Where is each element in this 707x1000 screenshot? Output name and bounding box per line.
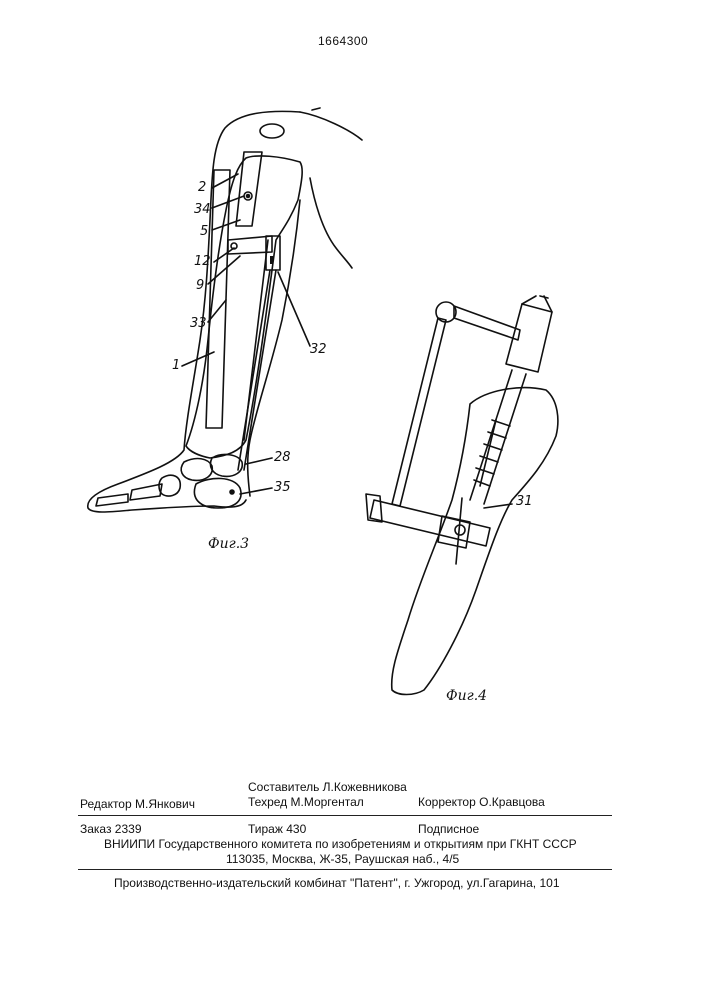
imprint-print-run: Тираж 430 (248, 822, 306, 836)
frame-bar-left (392, 318, 446, 506)
imprint-editor: Редактор М.Янкович (80, 797, 195, 811)
imprint-techred: Техред М.Моргентал (248, 795, 364, 809)
fig3-caption: Фиг.3 (208, 536, 249, 552)
figure3-drawing (88, 108, 362, 512)
fig3-label-5: 5 (200, 224, 208, 239)
imprint-corrector: Корректор О.Кравцова (418, 795, 545, 809)
apparatus-bar-2 (236, 152, 262, 226)
tarsal-bone (181, 459, 212, 481)
fig3-label-33: 33 (190, 316, 207, 331)
fig3-label-32: 32 (310, 342, 327, 357)
frame-bar-top (454, 306, 520, 340)
fig3-label-28: 28 (274, 450, 291, 465)
imprint-subscription: Подписное (418, 822, 479, 836)
fig3-label-34: 34 (194, 202, 211, 217)
fig4-caption: Фиг.4 (446, 688, 487, 704)
fig3-label-2: 2 (198, 180, 206, 195)
fig3-label-12: 12 (194, 254, 211, 269)
transverse-rod (370, 500, 490, 546)
knee-back-contour (310, 178, 352, 268)
fig3-label-1: 1 (172, 358, 180, 373)
imprint-compiler: Составитель Л.Кожевникова (248, 780, 407, 794)
thigh-contour (300, 112, 362, 140)
divider-bottom (78, 869, 612, 870)
patella (260, 124, 284, 138)
imprint-address: 113035, Москва, Ж-35, Раушская наб., 4/5 (226, 852, 459, 866)
imprint-publisher: Производственно-издательский комбинат "П… (114, 876, 560, 890)
fig4-label-31: 31 (516, 494, 533, 509)
fig3-label-35: 35 (274, 480, 291, 495)
sleeve (506, 304, 552, 372)
fig3-label-9: 9 (196, 278, 204, 293)
divider-top (78, 815, 612, 816)
imprint-order: Заказ 2339 (80, 822, 142, 836)
imprint-institute: ВНИИПИ Государственного комитета по изоб… (104, 837, 577, 851)
rod-28 (238, 270, 270, 470)
bone-outline (392, 388, 558, 695)
